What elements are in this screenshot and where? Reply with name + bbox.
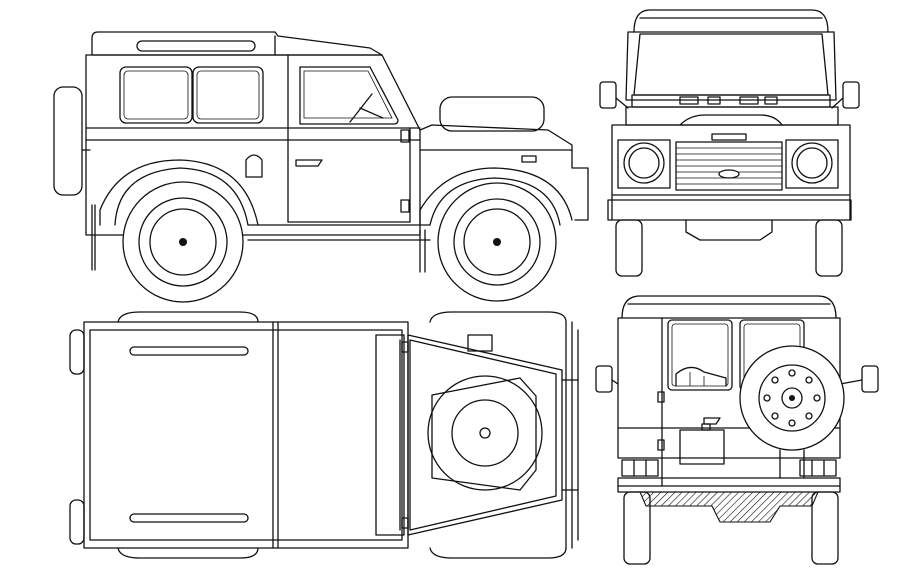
rear-view xyxy=(595,295,879,565)
side-view xyxy=(53,31,589,303)
top-view xyxy=(69,311,579,559)
front-view xyxy=(599,9,860,277)
